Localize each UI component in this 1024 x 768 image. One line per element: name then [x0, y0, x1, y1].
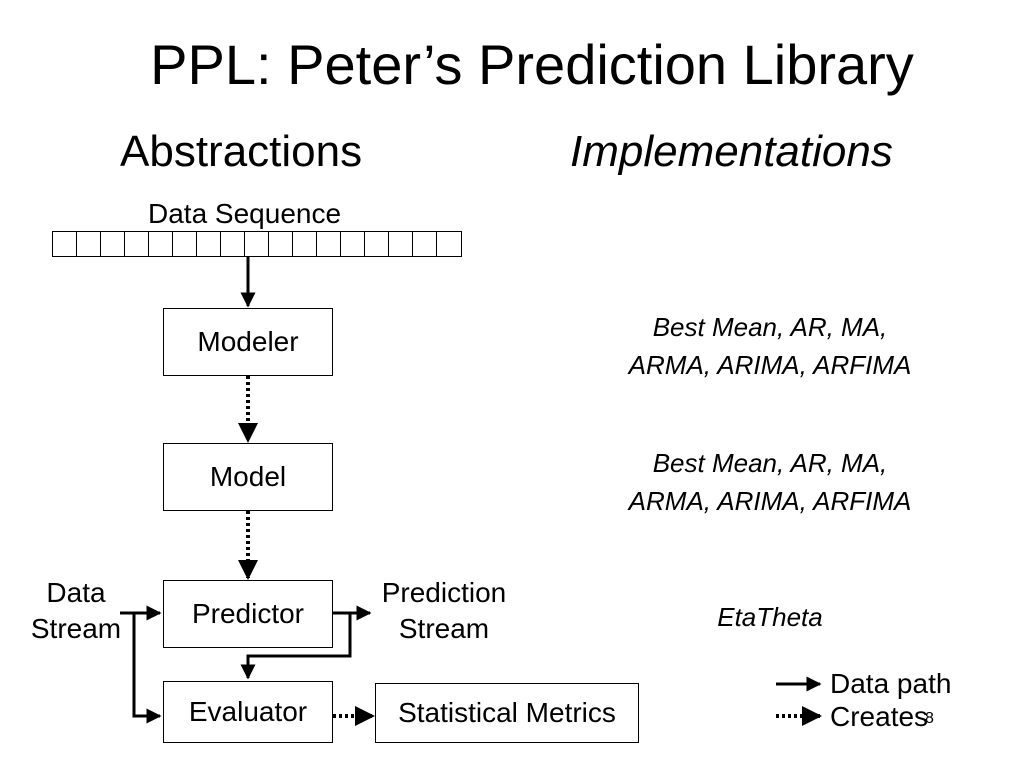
model-impl-line2: ARMA, ARIMA, ARFIMA [628, 486, 912, 516]
arrow-prediction-to-evaluator [240, 613, 352, 680]
data-stream-label: Data Stream [18, 575, 134, 647]
data-sequence-cell [365, 232, 389, 256]
model-implementations: Best Mean, AR, MA, ARMA, ARIMA, ARFIMA [570, 444, 970, 520]
data-sequence-cell [101, 232, 125, 256]
arrow-datastream-to-evaluator [132, 613, 162, 724]
legend-creates-label: Creates [830, 701, 929, 732]
modeler-implementations: Best Mean, AR, MA, ARMA, ARIMA, ARFIMA [570, 308, 970, 384]
modeler-impl-line1: Best Mean, AR, MA, [652, 312, 888, 342]
data-sequence-cell [149, 232, 173, 256]
data-sequence-cell [77, 232, 101, 256]
data-sequence [52, 231, 462, 257]
data-sequence-cell [413, 232, 437, 256]
page-number: 8 [925, 710, 934, 727]
implementations-heading: Implementations [570, 127, 893, 176]
data-sequence-cell [341, 232, 365, 256]
prediction-stream-label: Prediction Stream [366, 575, 522, 647]
model-box: Model [163, 443, 333, 511]
predictor-box: Predictor [163, 580, 333, 648]
statistical-metrics-box: Statistical Metrics [375, 683, 639, 743]
data-sequence-cell [125, 232, 149, 256]
data-sequence-cell [197, 232, 221, 256]
slide-title: PPL: Peter’s Prediction Library [150, 33, 914, 96]
data-sequence-cell [245, 232, 269, 256]
model-impl-line1: Best Mean, AR, MA, [652, 448, 888, 478]
legend-data-path-label: Data path [830, 668, 952, 699]
abstractions-heading: Abstractions [120, 127, 363, 176]
predictor-implementations: EtaTheta [717, 602, 823, 632]
prediction-stream-line2: Stream [398, 613, 490, 644]
evaluator-box: Evaluator [163, 681, 333, 743]
data-sequence-cell [269, 232, 293, 256]
data-sequence-label: Data Sequence [148, 198, 342, 229]
data-sequence-cell [317, 232, 341, 256]
data-sequence-cell [221, 232, 245, 256]
data-stream-line1: Data [46, 577, 106, 608]
prediction-stream-line1: Prediction [381, 577, 507, 608]
modeler-impl-line2: ARMA, ARIMA, ARFIMA [628, 350, 912, 380]
data-sequence-cell [53, 232, 77, 256]
data-sequence-cell [173, 232, 197, 256]
data-sequence-cell [389, 232, 413, 256]
data-sequence-cell [293, 232, 317, 256]
modeler-box: Modeler [163, 308, 333, 376]
data-stream-line2: Stream [30, 613, 122, 644]
